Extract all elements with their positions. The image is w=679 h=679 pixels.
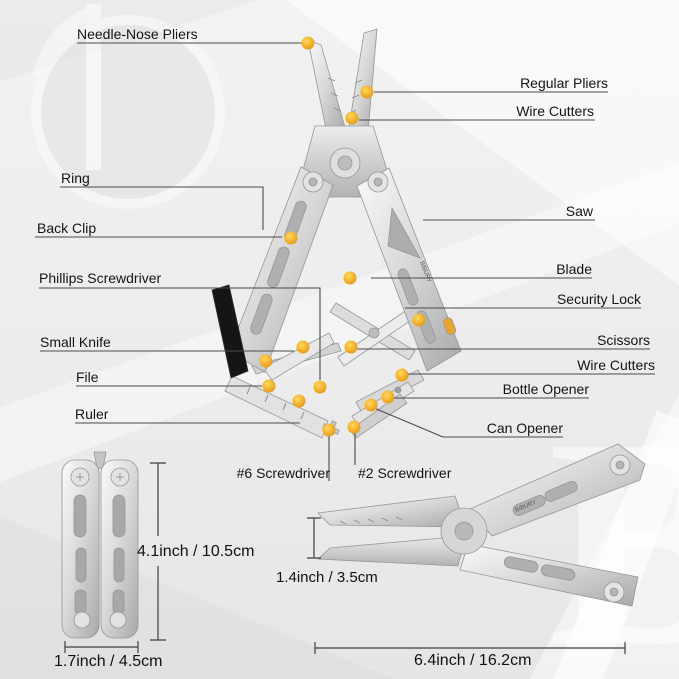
label-wire-cutters-top: Wire Cutters bbox=[516, 103, 594, 119]
marker-dot bbox=[284, 231, 298, 245]
marker-dot bbox=[296, 340, 310, 354]
label-6-screwdriver: #6 Screwdriver bbox=[236, 465, 330, 481]
marker-dot bbox=[292, 394, 306, 408]
main-multitool: BIBURY bbox=[211, 28, 462, 439]
label-security-lock: Security Lock bbox=[556, 291, 641, 307]
closed-multitool bbox=[61, 451, 139, 639]
label-small-knife: Small Knife bbox=[40, 334, 111, 350]
dimension-lines bbox=[64, 462, 626, 654]
label-scissors: Scissors bbox=[597, 332, 650, 348]
marker-dot bbox=[360, 85, 374, 99]
back-clip-part bbox=[211, 284, 249, 379]
dimension-jaw-length: 1.4inch / 3.5cm bbox=[276, 569, 378, 586]
marker-dot bbox=[313, 380, 327, 394]
scissors-pivot bbox=[368, 327, 380, 339]
security-lock-slider bbox=[443, 317, 457, 336]
label-can-opener: Can Opener bbox=[486, 420, 563, 436]
marker-dots bbox=[259, 36, 426, 437]
label-saw: Saw bbox=[565, 203, 593, 219]
marker-dot bbox=[381, 390, 395, 404]
label-bottle-opener: Bottle Opener bbox=[502, 381, 589, 397]
marker-dot bbox=[347, 420, 361, 434]
marker-dot bbox=[259, 354, 273, 368]
flat-screwdriver-tool bbox=[349, 393, 408, 439]
label-needle-nose-pliers: Needle-Nose Pliers bbox=[77, 26, 198, 42]
marker-dot bbox=[322, 423, 336, 437]
label-ruler: Ruler bbox=[75, 406, 109, 422]
marker-dot bbox=[262, 379, 276, 393]
marker-dot bbox=[395, 368, 409, 382]
marker-dot bbox=[364, 398, 378, 412]
label-wire-cutters-bottom: Wire Cutters bbox=[577, 357, 655, 373]
label-2-screwdriver: #2 Screwdriver bbox=[358, 465, 452, 481]
open-pliers: BIBURY bbox=[317, 443, 646, 607]
dimension-closed-width: 1.7inch / 4.5cm bbox=[54, 653, 163, 670]
needle-nose-jaw bbox=[307, 39, 346, 135]
leader-lines bbox=[35, 42, 655, 481]
dimension-closed-height: 4.1inch / 10.5cm bbox=[137, 543, 255, 560]
label-file: File bbox=[76, 369, 99, 385]
label-back-clip: Back Clip bbox=[37, 220, 97, 236]
dimension-open-length: 6.4inch / 16.2cm bbox=[414, 652, 532, 669]
label-phillips-screwdriver: Phillips Screwdriver bbox=[39, 270, 162, 286]
marker-dot bbox=[345, 111, 359, 125]
label-blade: Blade bbox=[556, 261, 592, 277]
marker-dot bbox=[343, 271, 357, 285]
marker-dot bbox=[344, 340, 358, 354]
label-ring: Ring bbox=[61, 170, 90, 186]
marker-dot bbox=[301, 36, 315, 50]
ruler-tool bbox=[224, 375, 329, 439]
label-regular-pliers: Regular Pliers bbox=[520, 75, 608, 91]
marker-dot bbox=[412, 313, 426, 327]
